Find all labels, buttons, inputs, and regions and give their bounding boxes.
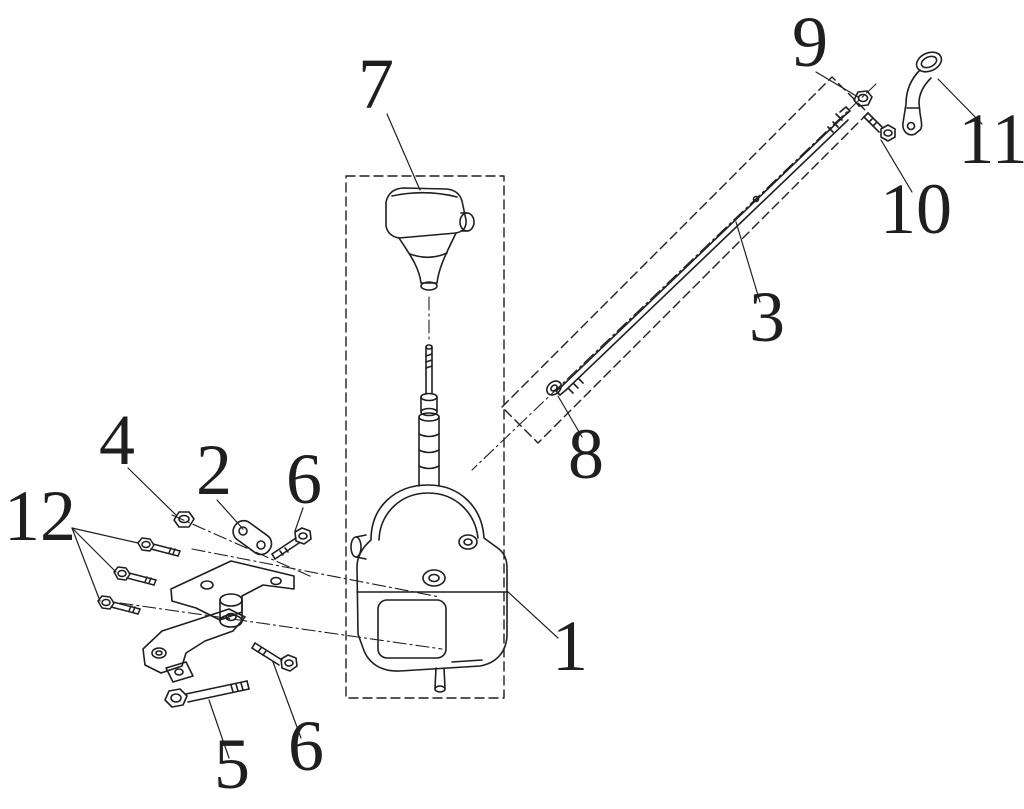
part-3-linkage-rod [555, 106, 851, 396]
assembly-boundary-boxes [345, 76, 869, 699]
callout-2: 2 [196, 430, 232, 510]
part-8-washer [546, 380, 562, 396]
callout-9: 9 [792, 2, 828, 82]
callout-5: 5 [214, 724, 250, 804]
callout-6-upper: 6 [286, 439, 322, 519]
callout-labels: 7 9 11 10 3 8 4 2 6 12 1 5 6 [4, 2, 1024, 804]
part-5-long-bolt [164, 680, 250, 708]
part-4-hex-nut [173, 511, 195, 528]
part-1-base-assembly [350, 484, 508, 693]
callout-7: 7 [358, 44, 394, 124]
callout-8: 8 [568, 414, 604, 494]
part-1-lever-shaft [418, 344, 440, 487]
callout-3: 3 [749, 277, 785, 357]
callout-1: 1 [552, 606, 588, 686]
part-7-shift-knob [385, 187, 475, 291]
part-11-crank-arm [902, 51, 943, 136]
part-10-pivot-bolt [863, 112, 896, 142]
callout-11: 11 [958, 99, 1024, 179]
part-12-flange-bolts [97, 537, 181, 615]
callout-6-lower: 6 [288, 706, 324, 786]
mounting-bracket-plates [142, 560, 295, 683]
callout-4: 4 [99, 400, 135, 480]
center-lines [119, 83, 877, 650]
part-2-link-bracket [232, 519, 273, 556]
callout-12: 12 [4, 476, 76, 556]
part-9-lock-nut [853, 90, 873, 107]
part-6-bolt-lower [251, 642, 298, 672]
leader-lines [71, 71, 983, 759]
callout-10: 10 [880, 169, 952, 249]
part-6-bolt-upper [271, 527, 312, 560]
